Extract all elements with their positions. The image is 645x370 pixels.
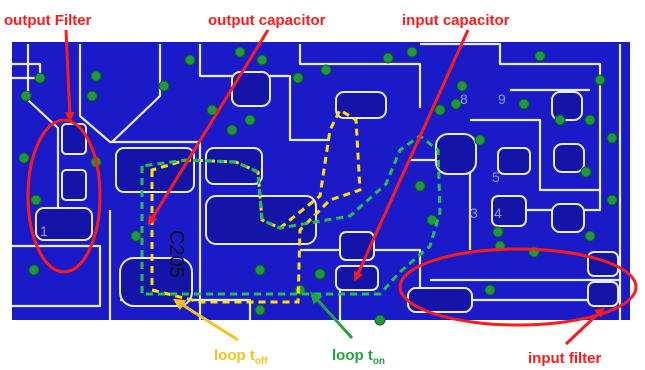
- via-dot: [226, 124, 238, 136]
- loop-toff-main: loop t: [214, 347, 255, 364]
- input-filter-ellipse: [398, 247, 638, 327]
- via-dot: [206, 104, 218, 116]
- silkscreen: C205 8 9 1 5 3 4: [40, 91, 506, 278]
- via-dot: [314, 268, 326, 280]
- via-dot: [374, 314, 386, 326]
- silk-number: 3: [470, 205, 478, 221]
- loop-ton-label: loop ton: [332, 347, 385, 367]
- via-dot: [254, 304, 266, 316]
- via-dot: [450, 98, 462, 110]
- via-dot: [580, 166, 592, 178]
- via-dot: [158, 80, 170, 92]
- via-dot: [474, 134, 486, 146]
- via-dot: [606, 132, 618, 144]
- via-dot: [130, 230, 142, 242]
- loop-ton-arrow: [309, 291, 354, 340]
- via-dot: [256, 54, 268, 66]
- output-filter-arrow: [64, 29, 75, 122]
- silk-number: 1: [40, 223, 48, 239]
- via-dot: [606, 194, 618, 206]
- via-dot: [184, 54, 196, 66]
- silk-number: 5: [492, 169, 500, 185]
- via-dot: [320, 64, 332, 76]
- via-dot: [406, 46, 418, 58]
- output-filter-label: output Filter: [4, 12, 92, 29]
- via-dot: [234, 46, 246, 58]
- via-dot: [484, 284, 496, 296]
- via-dot: [18, 152, 30, 164]
- via-dot: [456, 80, 468, 92]
- silk-number: 4: [494, 205, 502, 221]
- via-dot: [292, 72, 304, 84]
- loop-ton-main: loop t: [332, 347, 373, 364]
- component-ref-label: C205: [165, 230, 187, 278]
- via-dot: [584, 114, 596, 126]
- loop-ton-path: [140, 134, 442, 296]
- via-dot: [492, 226, 504, 238]
- input-capacitor-label: input capacitor: [402, 12, 510, 29]
- output-capacitor-arrow: [147, 29, 270, 226]
- input-capacitor-arrow: [353, 29, 470, 282]
- via-dot: [28, 264, 40, 276]
- via-dot: [534, 50, 546, 62]
- via-dot: [86, 90, 98, 102]
- loop-toff-label: loop toff: [214, 347, 268, 367]
- loop-toff-path: [150, 107, 362, 304]
- output-capacitor-label: output capacitor: [208, 12, 326, 29]
- via-dot: [90, 70, 102, 82]
- via-dot: [30, 194, 42, 206]
- silk-number: 9: [498, 91, 506, 107]
- via-dot: [20, 90, 32, 102]
- via-dot: [382, 52, 394, 64]
- via-dot: [434, 104, 446, 116]
- via-dot: [244, 114, 256, 126]
- loop-ton-subscript: on: [373, 356, 385, 367]
- input-filter-label: input filter: [528, 350, 601, 367]
- via-dot: [34, 72, 46, 84]
- via-dot: [414, 180, 426, 192]
- input-filter-text: input filter: [528, 350, 601, 367]
- via-dot: [254, 264, 266, 276]
- copper-pads: [35, 71, 619, 313]
- loop-toff-arrow: [172, 298, 239, 342]
- via-dot: [584, 230, 596, 242]
- via-dot: [518, 98, 530, 110]
- output-filter-ellipse: [26, 118, 102, 274]
- via-dot: [594, 74, 606, 86]
- copper-outlines: [12, 42, 622, 320]
- silk-number: 8: [460, 91, 468, 107]
- input-filter-arrow: [564, 307, 605, 346]
- loop-toff-subscript: off: [255, 356, 268, 367]
- via-dot: [554, 114, 566, 126]
